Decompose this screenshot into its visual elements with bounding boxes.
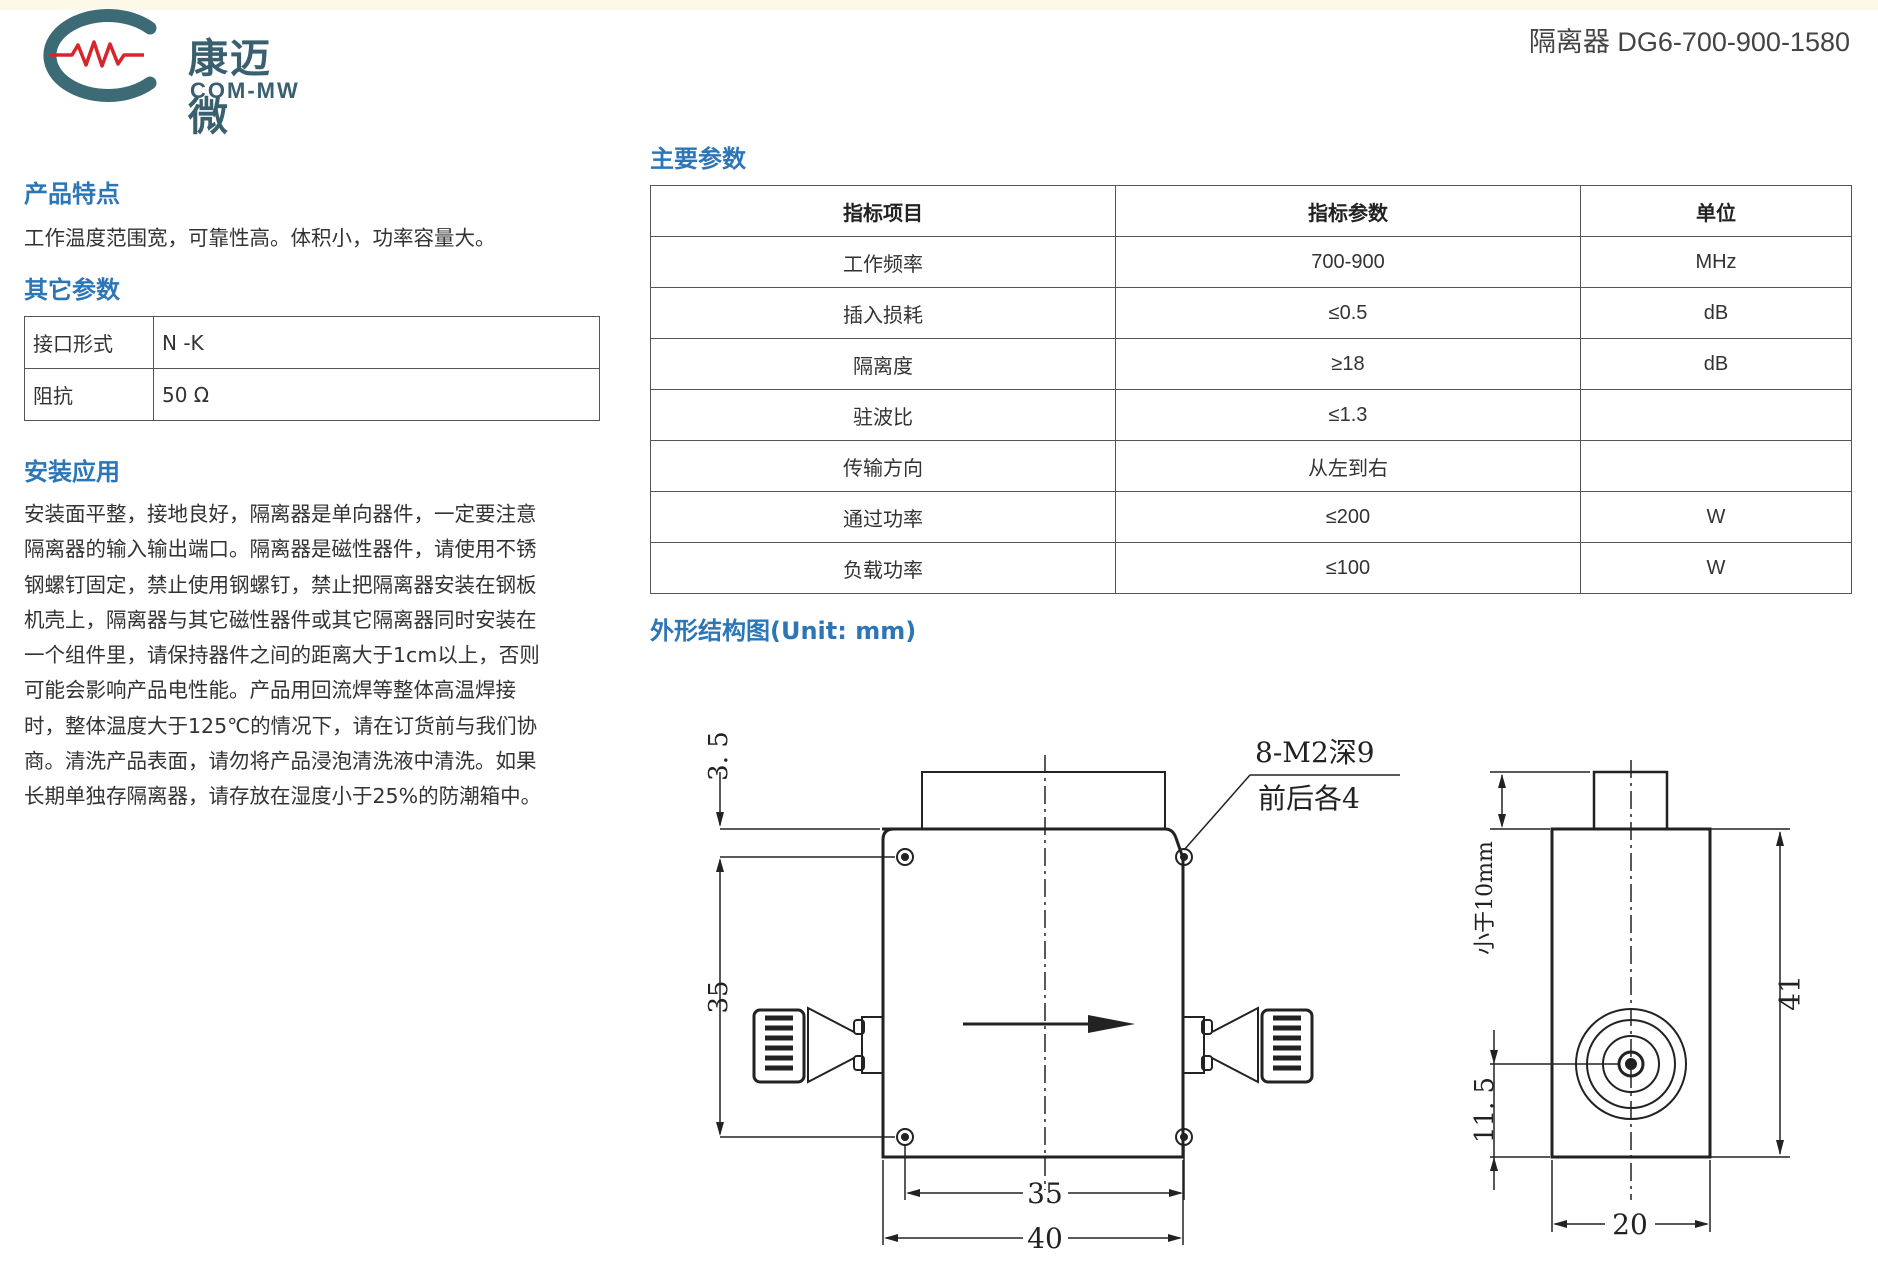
document-title: 隔离器 DG6-700-900-1580 xyxy=(1528,27,1850,57)
mounting-holes xyxy=(896,848,1193,1146)
logo-chinese-name: 康迈微 xyxy=(188,36,272,140)
cell: 700-900 xyxy=(1115,236,1581,288)
column-header: 指标参数 xyxy=(1115,185,1581,237)
side-dimensions xyxy=(1490,771,1790,1232)
cell: dB xyxy=(1580,338,1852,390)
param-value: 50 Ω xyxy=(153,368,600,421)
install-line: 钢螺钉固定，禁止使用钢螺钉，禁止把隔离器安装在钢板 xyxy=(24,572,537,597)
cell: ≥18 xyxy=(1115,338,1581,390)
left-connector xyxy=(752,1006,884,1084)
top-strip xyxy=(0,0,1878,10)
cell: 负载功率 xyxy=(650,542,1116,594)
column-header: 单位 xyxy=(1580,185,1852,237)
note-10mm-label: 小于10mm xyxy=(1473,841,1498,955)
side-view xyxy=(1550,760,1712,1200)
hole-note-line-1: 8-M2深9 xyxy=(1255,736,1375,769)
other-params-table: 接口形式 N -K 阻抗 50 Ω xyxy=(24,316,600,421)
cell: W xyxy=(1580,542,1852,594)
install-line: 商。清洗产品表面，请勿将产品浸泡清洗液中清洗。如果 xyxy=(24,749,537,774)
arrow-head-icon xyxy=(1088,1015,1135,1033)
install-heading: 安装应用 xyxy=(24,458,120,486)
cell: MHz xyxy=(1580,236,1852,288)
install-line: 隔离器的输入输出端口。隔离器是磁性器件，请使用不锈 xyxy=(24,537,537,562)
cell: 从左到右 xyxy=(1115,440,1581,492)
cell: 驻波比 xyxy=(650,389,1116,441)
hole-note-line-2: 前后各4 xyxy=(1258,782,1360,815)
install-line: 一个组件里，请保持器件之间的距离大于1cm以上，否则 xyxy=(24,643,540,668)
column-header: 指标项目 xyxy=(650,185,1116,237)
drawing-heading: 外形结构图(Unit: mm) xyxy=(650,617,917,645)
param-key: 接口形式 xyxy=(24,316,154,369)
dim-40-label: 40 xyxy=(1027,1222,1063,1255)
install-line: 机壳上，隔离器与其它磁性器件或其它隔离器同时安装在 xyxy=(24,607,537,632)
dim-3-5-label: 3. 5 xyxy=(704,731,734,781)
cell: 插入损耗 xyxy=(650,287,1116,339)
logo-mark-icon xyxy=(43,9,157,102)
features-heading: 产品特点 xyxy=(24,180,120,208)
cell: W xyxy=(1580,491,1852,543)
front-horizontal-dimensions xyxy=(882,1145,1185,1245)
install-line: 可能会影响产品电性能。产品用回流焊等整体高温焊接 xyxy=(24,678,516,703)
table-row: 驻波比≤1.3 xyxy=(650,389,1852,441)
param-key: 阻抗 xyxy=(24,368,154,421)
cell: ≤100 xyxy=(1115,542,1581,594)
dim-20-label: 20 xyxy=(1612,1208,1648,1241)
dim-11-5-label: 11. 5 xyxy=(1470,1077,1500,1143)
other-params-heading: 其它参数 xyxy=(24,276,120,304)
install-line: 长期单独存隔离器，请存放在湿度小于25%的防潮箱中。 xyxy=(24,784,542,809)
install-text: 安装面平整，接地良好，隔离器是单向器件，一定要注意 隔离器的输入输出端口。隔离器… xyxy=(24,497,541,815)
dim-35-vertical-label: 35 xyxy=(704,980,734,1013)
logo-english-name: COM-MW xyxy=(190,78,300,103)
cell: 通过功率 xyxy=(650,491,1116,543)
cell: ≤0.5 xyxy=(1115,287,1581,339)
hole-note-leader xyxy=(1183,774,1400,851)
cell: 传输方向 xyxy=(650,440,1116,492)
cell: ≤200 xyxy=(1115,491,1581,543)
right-connector xyxy=(1182,1006,1314,1084)
top-protrusion xyxy=(921,771,1166,830)
table-row: 传输方向从左到右 xyxy=(650,440,1852,492)
cell: 隔离度 xyxy=(650,338,1116,390)
cell xyxy=(1580,389,1852,441)
body-outline xyxy=(881,827,1185,1159)
features-text: 工作温度范围宽，可靠性高。体积小，功率容量大。 xyxy=(24,226,496,250)
table-row: 接口形式 N -K xyxy=(24,316,600,369)
main-params-heading: 主要参数 xyxy=(650,145,746,173)
install-line: 时，整体温度大于125℃的情况下，请在订货前与我们协 xyxy=(24,713,538,738)
install-line: 安装面平整，接地良好，隔离器是单向器件，一定要注意 xyxy=(24,502,537,526)
cell xyxy=(1580,440,1852,492)
dim-35-horizontal-label: 35 xyxy=(1027,1177,1063,1210)
dim-41-label: 41 xyxy=(1774,975,1807,1011)
cell: dB xyxy=(1580,287,1852,339)
param-value: N -K xyxy=(153,316,600,369)
outline-drawing: 3. 5 35 8-M2深9 前后各4 35 40 xyxy=(704,731,1807,1255)
company-logo: 康迈微 COM-MW xyxy=(20,8,310,140)
table-row: 阻抗 50 Ω xyxy=(24,368,600,421)
front-vertical-dimensions xyxy=(716,772,895,1138)
cell: ≤1.3 xyxy=(1115,389,1581,441)
table-header-row: 指标项目 指标参数 单位 xyxy=(650,185,1852,237)
cell: 工作频率 xyxy=(650,236,1116,288)
